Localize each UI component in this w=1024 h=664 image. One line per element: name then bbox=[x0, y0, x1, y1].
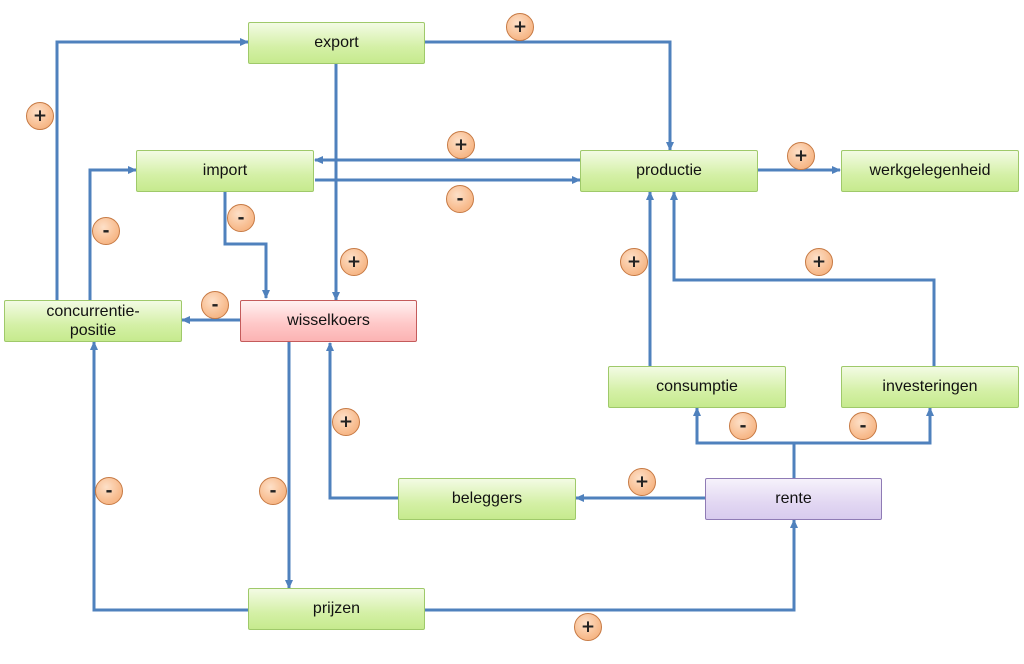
node-export-label: export bbox=[314, 34, 359, 51]
sign-rente-investeringen: - bbox=[849, 412, 877, 440]
sign-rente-consumptie: - bbox=[729, 412, 757, 440]
sign-wisselkoers-concurrentiepositie: - bbox=[201, 291, 229, 319]
sign-import-productie: - bbox=[446, 185, 474, 213]
sign-rente-beleggers: + bbox=[628, 468, 656, 496]
sign-productie-import: + bbox=[447, 131, 475, 159]
arrow-prijzen-concurrentiepositie bbox=[90, 341, 248, 612]
sign-import-wisselkoers: - bbox=[227, 204, 255, 232]
sign-export-productie: + bbox=[506, 13, 534, 41]
sign-productie-werkgelegenheid: + bbox=[787, 142, 815, 170]
arrow-concurrentiepositie-export bbox=[55, 38, 249, 300]
node-consumptie: consumptie bbox=[608, 366, 786, 408]
arrow-rente-investeringen bbox=[794, 407, 934, 445]
arrow-import-wisselkoers bbox=[223, 192, 270, 299]
arrow-concurrentiepositie-import bbox=[88, 166, 137, 300]
node-investeringen: investeringen bbox=[841, 366, 1019, 408]
node-prijzen-label: prijzen bbox=[312, 600, 361, 617]
sign-beleggers-wisselkoers: + bbox=[332, 408, 360, 436]
arrow-export-productie bbox=[425, 40, 674, 151]
node-beleggers-label: beleggers bbox=[451, 490, 523, 507]
sign-concurrentiepositie-import: - bbox=[92, 217, 120, 245]
node-import-label: import bbox=[202, 162, 248, 179]
node-investeringen-label: investeringen bbox=[882, 378, 978, 395]
sign-wisselkoers-prijzen: - bbox=[259, 477, 287, 505]
node-werkgelegenheid: werkgelegenheid bbox=[841, 150, 1019, 192]
sign-export-wisselkoers: + bbox=[340, 248, 368, 276]
node-import: import bbox=[136, 150, 314, 192]
node-concurrentiepositie: concurrentie- positie bbox=[4, 300, 182, 342]
node-wisselkoers: wisselkoers bbox=[240, 300, 417, 342]
node-werkgelegenheid-label: werkgelegenheid bbox=[869, 162, 991, 179]
node-prijzen: prijzen bbox=[248, 588, 425, 630]
node-productie-label: productie bbox=[636, 162, 702, 179]
sign-prijzen-rente: + bbox=[574, 613, 602, 641]
arrow-rente-consumptie bbox=[693, 407, 796, 478]
sign-investeringen-productie: + bbox=[805, 248, 833, 276]
node-concurrentiepositie-label-1: concurrentie- bbox=[46, 303, 140, 320]
sign-consumptie-productie: + bbox=[620, 248, 648, 276]
node-concurrentiepositie-label-2: positie bbox=[69, 322, 117, 339]
sign-concurrentiepositie-export: + bbox=[26, 102, 54, 130]
node-consumptie-label: consumptie bbox=[656, 378, 738, 395]
node-wisselkoers-label: wisselkoers bbox=[287, 312, 370, 329]
arrow-beleggers-wisselkoers bbox=[326, 342, 398, 500]
node-rente: rente bbox=[705, 478, 882, 520]
arrow-investeringen-productie bbox=[670, 191, 936, 366]
node-productie: productie bbox=[580, 150, 758, 192]
node-beleggers: beleggers bbox=[398, 478, 576, 520]
node-export: export bbox=[248, 22, 425, 64]
node-rente-label: rente bbox=[775, 490, 812, 507]
arrow-prijzen-rente bbox=[425, 519, 798, 612]
sign-prijzen-concurrentiepositie: - bbox=[95, 477, 123, 505]
